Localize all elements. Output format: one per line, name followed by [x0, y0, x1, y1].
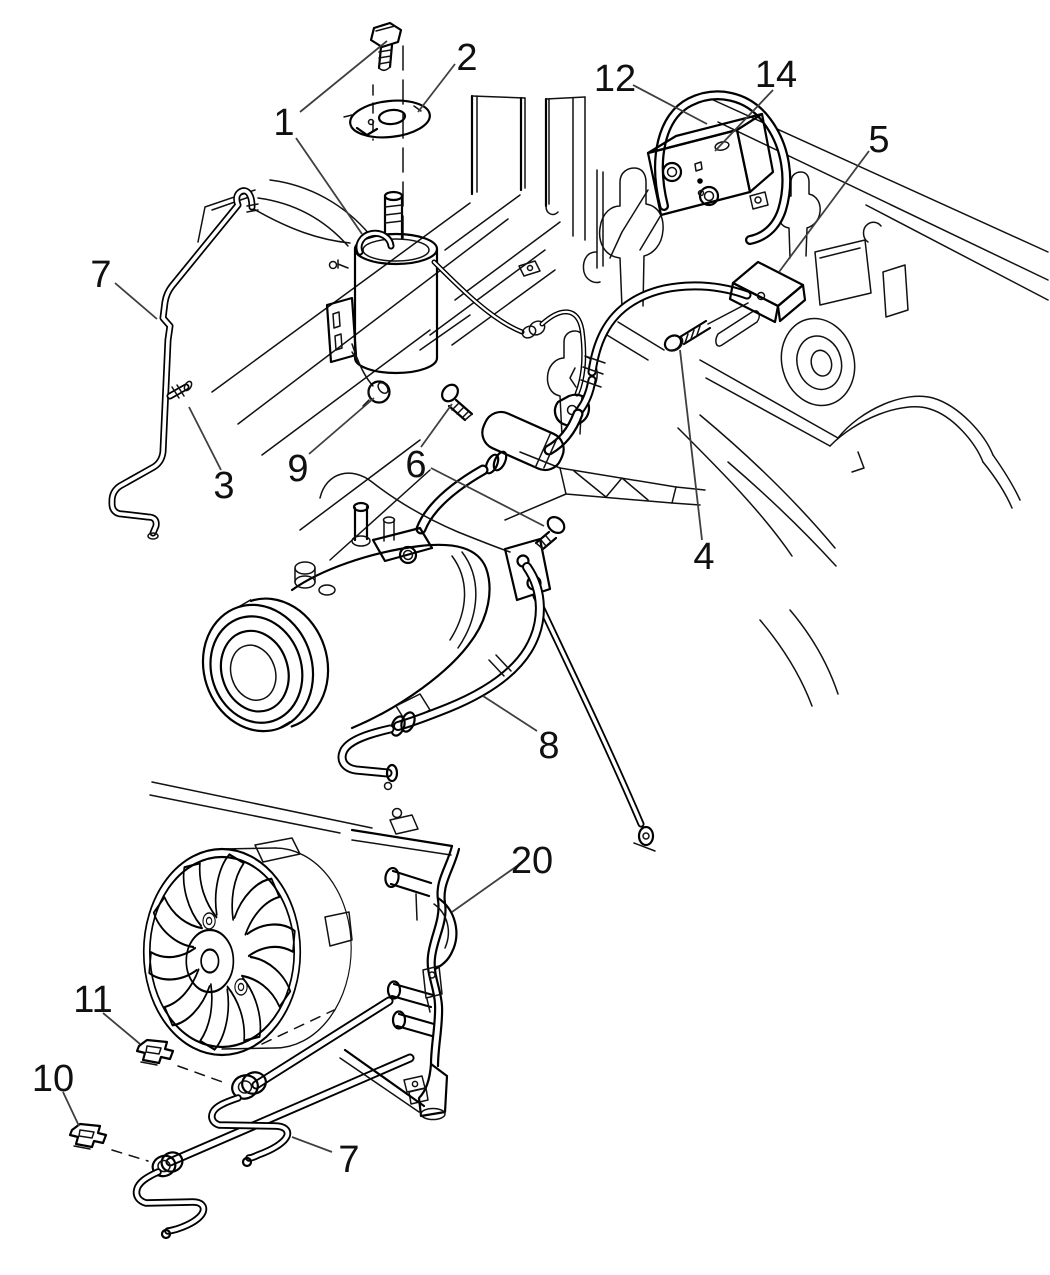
suction-line: [415, 281, 752, 535]
callout-2: 2: [456, 37, 477, 79]
discharge-hose-8: [337, 562, 545, 791]
callout-8: 8: [538, 725, 559, 767]
callout-7-upper: 7: [90, 254, 111, 296]
bolt-6a: [441, 383, 474, 422]
callout-14: 14: [755, 54, 797, 96]
callout-20: 20: [511, 840, 553, 882]
callout-10: 10: [32, 1058, 74, 1100]
bolt-1: [369, 21, 403, 71]
liquid-line-7: [108, 187, 259, 540]
cap-plate-2: [343, 99, 431, 139]
fitting-3: [166, 380, 193, 400]
callout-4: 4: [693, 536, 714, 578]
loop-bracket-12: [654, 90, 792, 245]
callout-1: 1: [273, 102, 294, 144]
callout-labels: 1 2 12 14 5 7 3 9 6 4 8 20 11 10 7: [32, 37, 890, 1181]
coupling-5: [728, 260, 807, 324]
fan-module: [142, 837, 353, 1057]
grommet-9: [362, 380, 391, 407]
bolt-6b: [534, 516, 566, 551]
accumulator-drier: [325, 190, 439, 387]
bracket-block-14: [609, 112, 775, 259]
bolt-4: [663, 302, 749, 352]
leader-lines: [62, 40, 870, 1153]
fan-blades: [148, 853, 296, 1051]
clip-10: [68, 1122, 108, 1151]
callout-12: 12: [594, 58, 636, 100]
callout-5: 5: [868, 119, 889, 161]
callout-6: 6: [405, 444, 426, 486]
callout-11: 11: [73, 979, 112, 1021]
callout-3: 3: [213, 465, 234, 507]
compressor: [201, 472, 656, 852]
clip-11: [135, 1038, 175, 1067]
callout-7-lower: 7: [338, 1139, 359, 1181]
condenser-20: [339, 807, 461, 1121]
lower-lines-7: [111, 996, 415, 1240]
callout-9: 9: [287, 448, 308, 490]
body-structure: [149, 93, 1049, 1045]
